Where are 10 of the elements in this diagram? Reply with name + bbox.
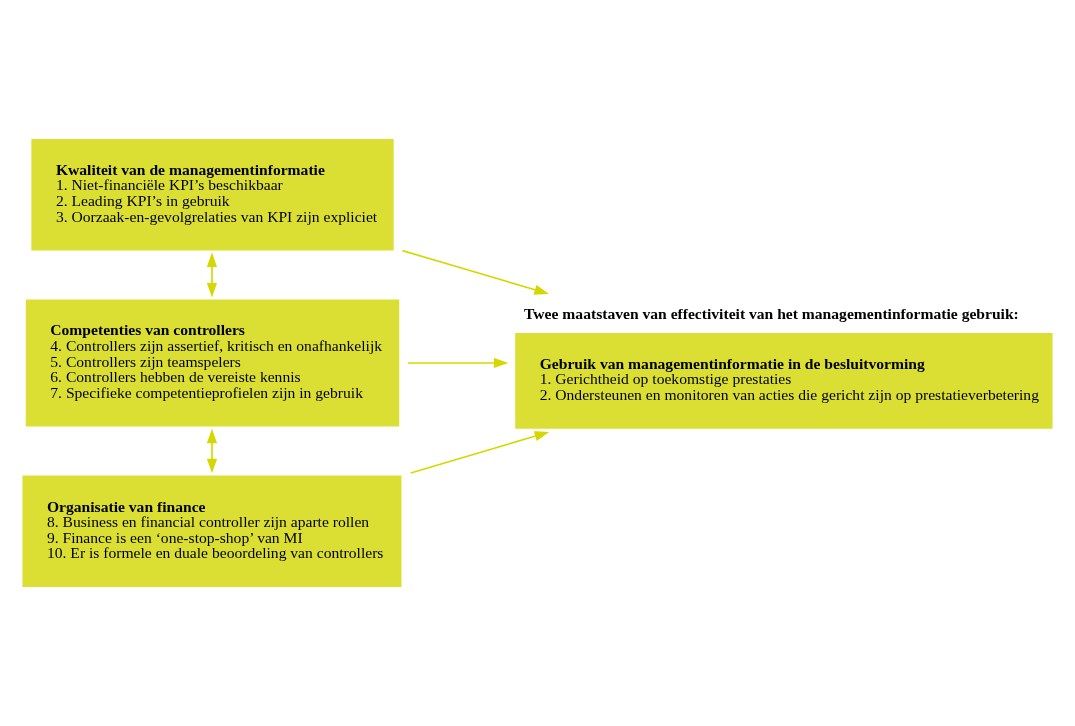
arrow bbox=[206, 428, 218, 474]
node-box: Competenties van controllers 4. Controllers zijn assertief, kritisch en onafhankelijk 5. Controllers zijn teamspelers 6. Controllers hebben de vereiste kennis 7. Specifieke competentieprofielen zijn in gebruik bbox=[25, 299, 400, 427]
node-box: Organisatie van finance 8. Business en financial controller zijn aparte rollen 9. Finance is een ‘one-stop-shop’ van MI 10. Er is formele en duale beoordeling van controllers bbox=[22, 475, 402, 588]
node-box: Kwaliteit van de managementinformatie 1. Niet-financiële KPI’s beschikbaar 2. Leading KPI’s in gebruik 3. Oorzaak-en-gevolgrelaties van KPI zijn expliciet bbox=[31, 138, 394, 251]
arrow bbox=[407, 357, 509, 369]
arrow bbox=[401, 249, 549, 295]
node-label: Twee maatstaven van effectiviteit van het managementinformatie gebruik: bbox=[524, 304, 1019, 322]
node-box: Gebruik van managementinformatie in de besluitvorming 1. Gerichtheid op toekomstige prestaties 2. Ondersteunen en monitoren van acties die gericht zijn op prestatieverbetering bbox=[515, 332, 1053, 429]
arrow bbox=[206, 252, 218, 298]
arrow bbox=[409, 431, 550, 474]
